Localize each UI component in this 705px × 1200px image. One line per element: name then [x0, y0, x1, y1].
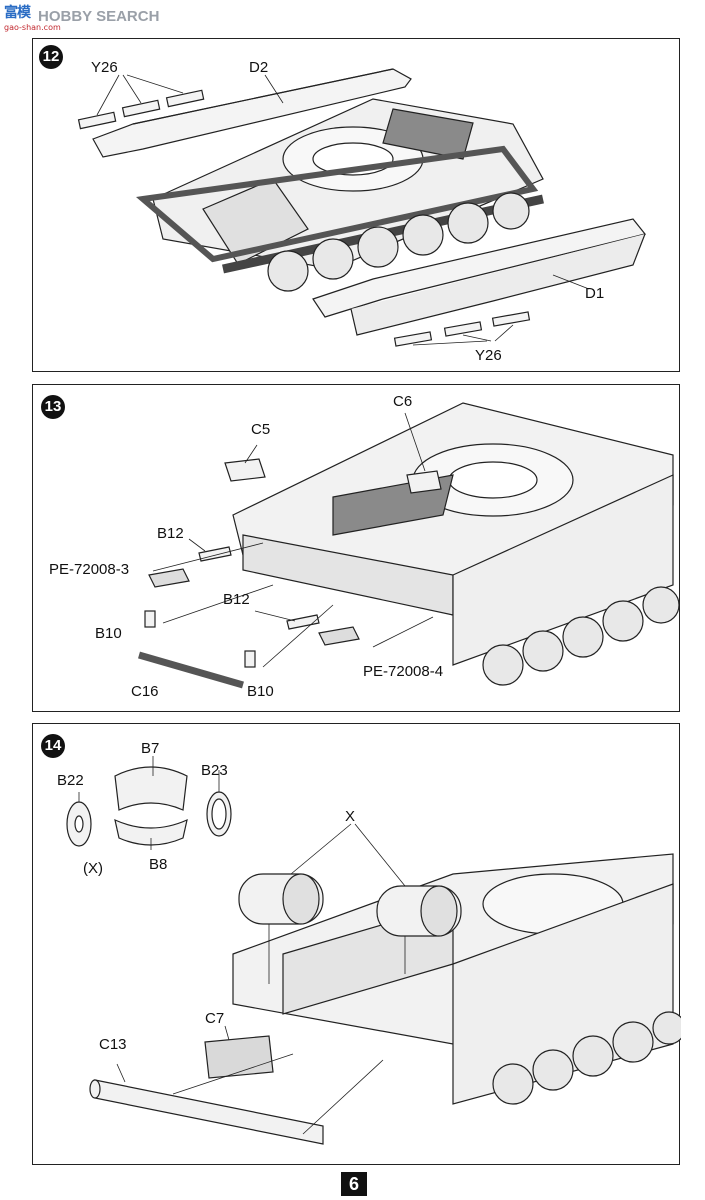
- road-wheel: [357, 226, 399, 268]
- road-wheel: [447, 202, 489, 244]
- label-pe-72008-4: PE-72008-4: [363, 663, 444, 680]
- road-wheel: [602, 600, 644, 642]
- part-c13: [94, 1079, 324, 1145]
- label-y26-bottom: Y26: [475, 347, 502, 364]
- watermark-logo: 富模: [4, 5, 31, 21]
- watermark-url: gao-shan.com: [4, 23, 61, 32]
- label-b10-bottom: B10: [247, 683, 274, 700]
- part-c5: [224, 458, 266, 482]
- engine-grill: [382, 108, 474, 160]
- road-wheel: [492, 192, 530, 230]
- part-pe-72008-3: [148, 568, 190, 588]
- label-b12-mid: B12: [223, 591, 250, 608]
- label-d1: D1: [585, 285, 605, 302]
- step-14-panel: 14: [32, 723, 681, 1165]
- step-13-panel: 13: [32, 384, 680, 712]
- step-12-illustration: [77, 68, 647, 347]
- part-b10-bottom: [244, 650, 256, 668]
- y26-box-3: [165, 89, 205, 108]
- side-skirt: [452, 474, 674, 666]
- part-b8: [114, 818, 188, 846]
- label-c6: C6: [393, 393, 413, 410]
- road-wheel: [482, 644, 524, 686]
- part-c6: [406, 470, 442, 494]
- part-b12-mid: [286, 614, 320, 630]
- road-wheel: [492, 1063, 534, 1105]
- road-wheel: [562, 616, 604, 658]
- label-c13: C13: [99, 1036, 127, 1053]
- step-13-number: 13: [41, 395, 65, 419]
- road-wheel: [312, 238, 354, 280]
- step-13-illustration: [138, 402, 680, 689]
- step-12-panel: 12: [32, 38, 680, 372]
- label-c16: C16: [131, 683, 159, 700]
- y26-box-4: [393, 331, 433, 347]
- road-wheel: [532, 1049, 574, 1091]
- part-pe-72008-4: [318, 626, 360, 646]
- track-upper: [135, 145, 539, 263]
- y26-box-6: [491, 311, 531, 327]
- road-wheel: [522, 630, 564, 672]
- label-c5: C5: [251, 421, 271, 438]
- label-b8: B8: [149, 856, 168, 873]
- road-wheel: [572, 1035, 614, 1077]
- part-b7: [114, 766, 188, 811]
- label-pe-72008-3: PE-72008-3: [49, 561, 130, 578]
- page-number: 6: [341, 1172, 367, 1196]
- label-x-note: (X): [83, 860, 103, 877]
- y26-box-5: [443, 321, 483, 337]
- label-c7: C7: [205, 1010, 225, 1027]
- part-c7: [204, 1035, 274, 1079]
- label-b7: B7: [141, 740, 160, 757]
- step-12-number: 12: [39, 45, 63, 69]
- label-y26-top: Y26: [91, 59, 118, 76]
- label-b23: B23: [201, 762, 228, 779]
- label-b10-left: B10: [95, 625, 122, 642]
- rear-hull: [202, 178, 309, 265]
- step-14-illustration: [66, 756, 681, 1145]
- road-wheel: [652, 1011, 681, 1045]
- road-wheel: [267, 250, 309, 292]
- y26-box-1: [77, 111, 117, 130]
- part-b12-top: [198, 546, 232, 562]
- label-x: X: [345, 808, 356, 825]
- road-wheel: [402, 214, 444, 256]
- part-c16: [138, 651, 244, 689]
- label-b22: B22: [57, 772, 84, 789]
- label-d2: D2: [249, 59, 269, 76]
- step-14-number: 14: [41, 734, 65, 758]
- watermark: 富模 HOBBY SEARCH gao-shan.com: [4, 2, 174, 36]
- road-wheel: [612, 1021, 654, 1063]
- road-wheel: [642, 586, 680, 624]
- y26-box-2: [121, 99, 161, 118]
- label-b12-top: B12: [157, 525, 184, 542]
- watermark-brand: HOBBY SEARCH: [38, 8, 160, 25]
- part-b10-left: [144, 610, 156, 628]
